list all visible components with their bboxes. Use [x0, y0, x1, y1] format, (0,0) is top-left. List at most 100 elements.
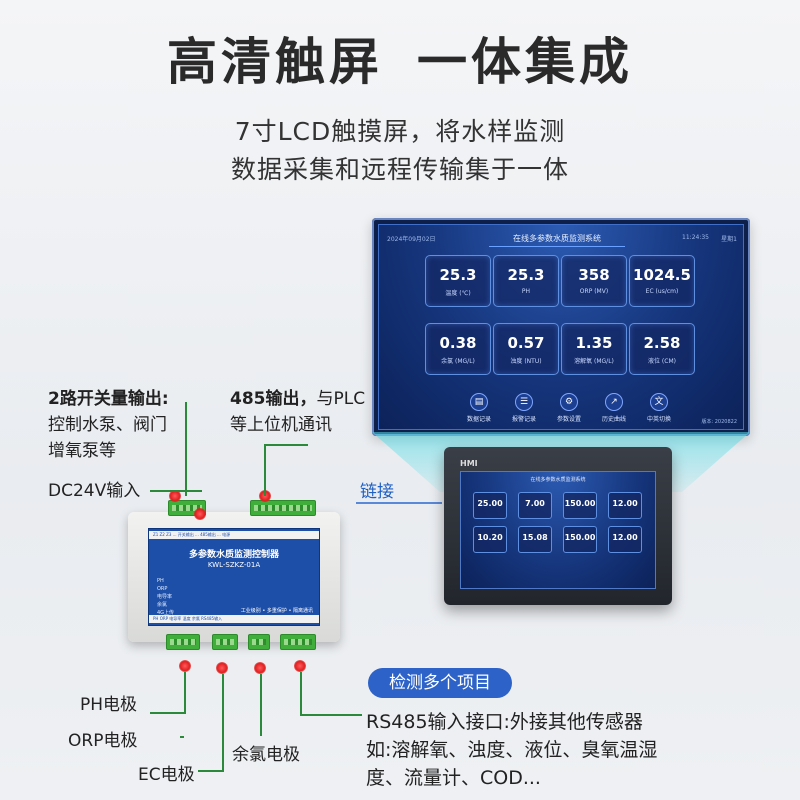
- reading-value: 1.35: [575, 334, 613, 352]
- reading-card-ph[interactable]: 25.3 PH: [493, 255, 559, 307]
- connection-dot: [194, 508, 206, 520]
- button-label: 报警记录: [511, 416, 536, 423]
- button-label: 参数设置: [556, 416, 581, 423]
- chlorine-terminal: [248, 634, 270, 650]
- dc24v-callout-line: [150, 490, 202, 492]
- module-list-item: ORP: [157, 586, 168, 592]
- reading-card-turbidity[interactable]: 0.57 浊度 (NTU): [493, 323, 559, 375]
- relay-callout-title: 2路开关量输出:: [48, 389, 169, 409]
- hmi-card: 150.00: [563, 492, 597, 519]
- subtitle-line1: 7寸LCD触摸屏，将水样监测: [234, 117, 566, 146]
- headline-left: 高清触屏: [167, 33, 383, 91]
- ec-terminal: [212, 634, 238, 650]
- relay-callout-line: [185, 402, 187, 496]
- rs485-callout-line: [264, 444, 308, 446]
- display-weekday: 星期1: [721, 236, 737, 243]
- reading-value: 25.3: [439, 266, 477, 284]
- hmi-card: 10.20: [473, 526, 507, 553]
- button-label: 数据记录: [466, 416, 491, 423]
- gear-icon: ⚙: [560, 393, 578, 411]
- chlorine-callout-line: [260, 674, 262, 736]
- parameter-settings-button[interactable]: ⚙ 参数设置: [549, 393, 589, 423]
- module-features: 工业级别 • 多重保护 • 隔离通讯: [240, 608, 313, 614]
- module-bottom-strip: PH ORP 电导率 温度 余氯 RS485输入: [149, 615, 319, 623]
- ec-callout-line: [198, 770, 224, 772]
- reading-label: 余氯 (MG/L): [441, 358, 475, 365]
- ph-callout-line: [184, 672, 186, 714]
- module-face: Z1 Z2 Z3 ... 开关输出 ... 485输出 ... 电源 多参数水质…: [148, 528, 320, 626]
- data-record-button[interactable]: ▤ 数据记录: [459, 393, 499, 423]
- controller-module: Z1 Z2 Z3 ... 开关输出 ... 485输出 ... 电源 多参数水质…: [128, 500, 340, 650]
- dc24v-callout: DC24V输入: [48, 481, 141, 501]
- rs485-callout: 485输出，与PLC 等上位机通讯: [230, 386, 365, 438]
- display-button-row: ▤ 数据记录 ☰ 报警记录 ⚙ 参数设置 ↗ 历史曲线 文 中英切换: [459, 393, 679, 429]
- hmi-card: 150.00: [563, 526, 597, 553]
- reading-card-dissolved-oxygen[interactable]: 1.35 溶解氧 (MG/L): [561, 323, 627, 375]
- large-display: 2024年09月02日 在线多参数水质监测系统 11:24:35 星期1 25.…: [372, 218, 750, 436]
- hmi-title: 在线多参数水质监测系统: [530, 477, 586, 483]
- reading-label: 液位 (CM): [648, 358, 676, 365]
- module-list-item: PH: [157, 578, 164, 584]
- reading-card-chlorine[interactable]: 0.38 余氯 (MG/L): [425, 323, 491, 375]
- module-list-item: 余氯: [157, 602, 168, 608]
- button-label: 历史曲线: [601, 416, 626, 423]
- alarm-record-button[interactable]: ☰ 报警记录: [504, 393, 544, 423]
- module-top-strip: Z1 Z2 Z3 ... 开关输出 ... 485输出 ... 电源: [149, 531, 319, 539]
- reading-card-ec[interactable]: 1024.5 EC (us/cm): [629, 255, 695, 307]
- module-list-item: 4G上传: [157, 610, 175, 616]
- headline-right: 一体集成: [417, 33, 633, 91]
- hmi-screen[interactable]: 在线多参数水质监测系统 25.00 7.00 150.00 12.00 10.2…: [460, 471, 656, 589]
- connection-dot: [254, 662, 266, 674]
- alarm-list-icon: ☰: [515, 393, 533, 411]
- orp-electrode-label: ORP电极: [68, 731, 138, 751]
- hmi-label: HMI: [460, 459, 478, 468]
- reading-card-orp[interactable]: 358 ORP (MV): [561, 255, 627, 307]
- reading-value: 358: [578, 266, 610, 284]
- module-feature-list: PH ORP 电导率 余氯 4G上传: [157, 577, 174, 617]
- button-label: 中英切换: [646, 416, 671, 423]
- chart-icon: ↗: [605, 393, 623, 411]
- reading-value: 2.58: [643, 334, 681, 352]
- reading-value: 0.38: [439, 334, 477, 352]
- reading-label: ORP (MV): [579, 288, 609, 295]
- link-line: [356, 502, 442, 504]
- reading-value: 0.57: [507, 334, 545, 352]
- ph-electrode-label: PH电极: [80, 695, 138, 715]
- module-model: KWL-SZKZ-01A: [207, 561, 261, 569]
- rs485-input-terminal: [280, 634, 316, 650]
- rs485-input-description: RS485输入接口:外接其他传感器如:溶解氧、浊度、液位、臭氧温湿度、流量计、C…: [366, 711, 658, 789]
- language-switch-button[interactable]: 文 中英切换: [639, 393, 679, 423]
- clipboard-icon: ▤: [470, 393, 488, 411]
- ec-electrode-label: EC电极: [138, 765, 195, 785]
- reading-label: 浊度 (NTU): [510, 358, 542, 365]
- ec-callout-line: [222, 674, 224, 772]
- reading-card-temperature[interactable]: 25.3 温度 (℃): [425, 255, 491, 307]
- hmi-card: 25.00: [473, 492, 507, 519]
- connection-dot: [294, 660, 306, 672]
- orp-callout-line: [180, 736, 184, 738]
- hmi-card: 15.08: [518, 526, 552, 553]
- relay-callout: 2路开关量输出: 控制水泵、阀门 增氧泵等: [48, 386, 169, 464]
- headline: 高清触屏一体集成: [0, 22, 800, 94]
- display-footer: 版本: 2020822: [701, 419, 737, 425]
- reading-value: 25.3: [507, 266, 545, 284]
- reading-label: 溶解氧 (MG/L): [574, 358, 614, 365]
- reading-label: PH: [521, 288, 531, 295]
- connection-dot: [259, 490, 271, 502]
- reading-card-level[interactable]: 2.58 液位 (CM): [629, 323, 695, 375]
- display-title: 在线多参数水质监测系统: [489, 231, 625, 247]
- rs485-callout-title: 485输出，: [230, 389, 317, 409]
- rs485-callout-line: [264, 444, 266, 496]
- reading-value: 1024.5: [633, 266, 691, 284]
- subtitle-line2: 数据采集和远程传输集于一体: [230, 155, 569, 184]
- link-label: 链接: [360, 482, 394, 502]
- reading-label: 温度 (℃): [445, 290, 471, 297]
- hmi-card: 12.00: [608, 526, 642, 553]
- history-curve-button[interactable]: ↗ 历史曲线: [594, 393, 634, 423]
- module-title: 多参数水质监测控制器: [188, 550, 279, 560]
- rs485-input-callout-line: [300, 714, 362, 716]
- hmi-card: 12.00: [608, 492, 642, 519]
- rs485-input-callout-line: [300, 672, 302, 716]
- display-date: 2024年09月02日: [387, 236, 436, 243]
- relay-callout-line2: 增氧泵等: [48, 441, 116, 461]
